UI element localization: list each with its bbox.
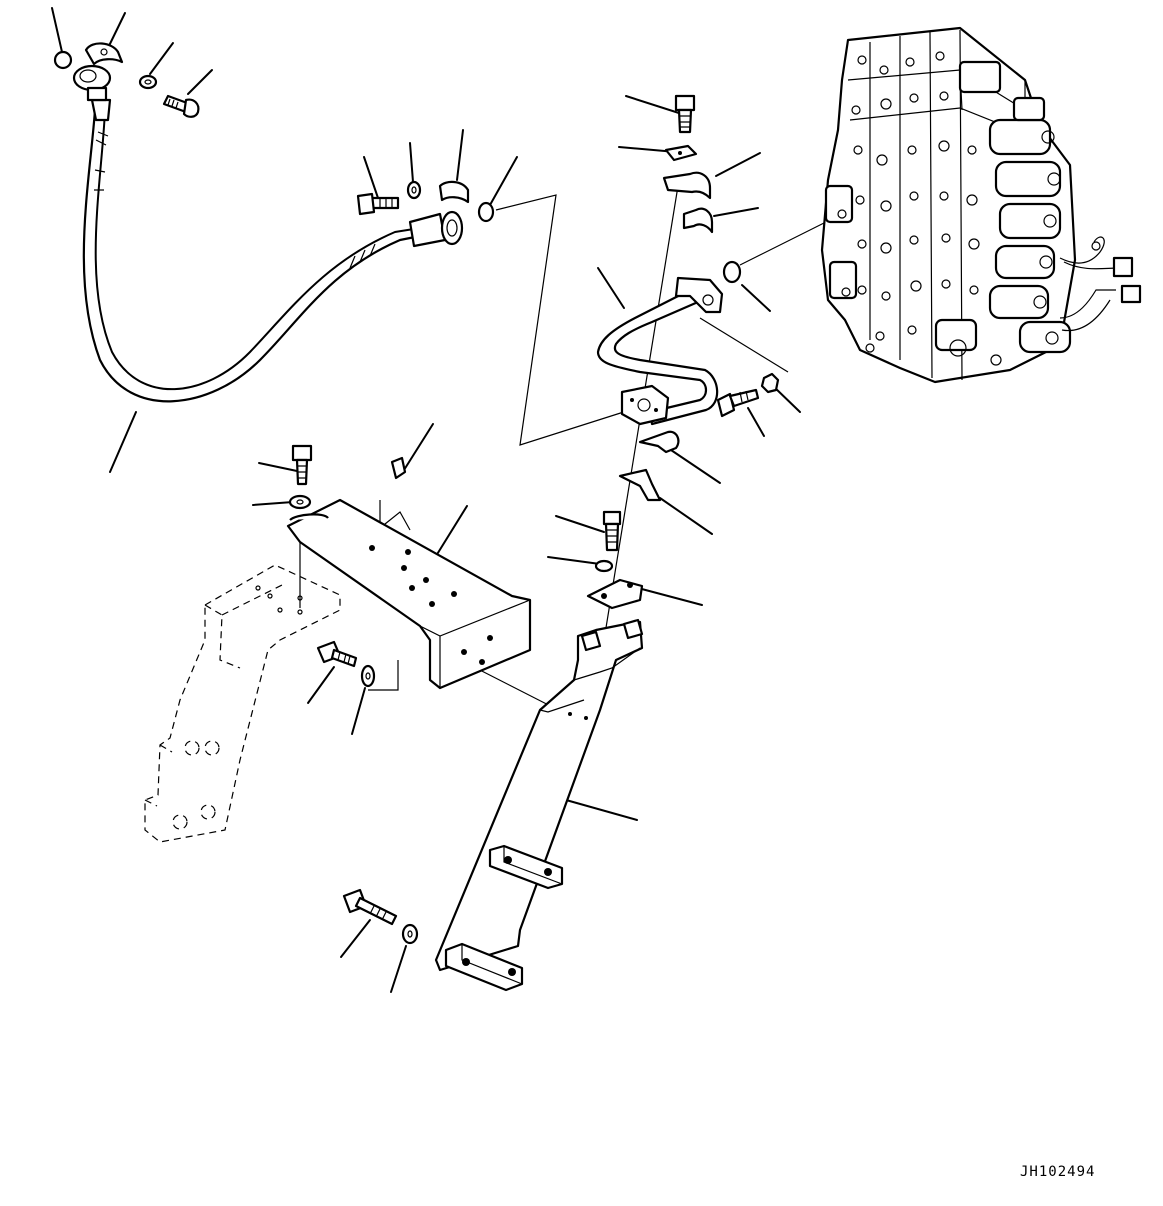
frame-phantom — [144, 564, 341, 843]
bolt-icon — [342, 888, 398, 926]
o-ring-icon — [477, 201, 495, 223]
clamp-icon — [618, 468, 662, 502]
clamp-icon — [682, 207, 714, 234]
washer-icon — [360, 664, 376, 688]
o-ring-icon — [722, 260, 742, 284]
o-ring-icon — [53, 50, 73, 70]
leader-lines — [51, 7, 831, 993]
nut-icon — [760, 372, 780, 394]
lower-bracket — [342, 618, 644, 992]
control-valve — [820, 26, 1142, 384]
grease-fitting-icon — [390, 456, 407, 480]
bolt-icon — [674, 94, 696, 134]
bolt-icon — [602, 510, 622, 552]
drawing-code: JH102494 — [1020, 1164, 1095, 1180]
hose-top-hardware — [53, 42, 200, 118]
clamp-icon — [638, 430, 680, 454]
bolt-icon — [716, 388, 760, 418]
tube-assembly — [586, 94, 780, 610]
washer-icon — [288, 494, 312, 510]
washer-icon — [594, 559, 614, 573]
washer-icon — [401, 923, 419, 945]
bolt-icon — [316, 640, 358, 668]
bolt-icon — [291, 444, 313, 486]
bolt-icon — [162, 94, 200, 118]
hose-end-hardware — [356, 180, 495, 223]
solenoid-icon — [988, 118, 1072, 354]
reference-lines — [299, 185, 789, 719]
clamp-icon — [438, 180, 470, 204]
port-holes — [837, 51, 1002, 366]
clamp-icon — [662, 171, 712, 200]
hose-assembly — [72, 64, 464, 403]
upper-bracket — [286, 444, 532, 690]
washer-icon — [138, 74, 158, 90]
bolt-icon — [356, 192, 400, 216]
washer-icon — [406, 180, 422, 200]
clamp-icon — [84, 42, 124, 66]
